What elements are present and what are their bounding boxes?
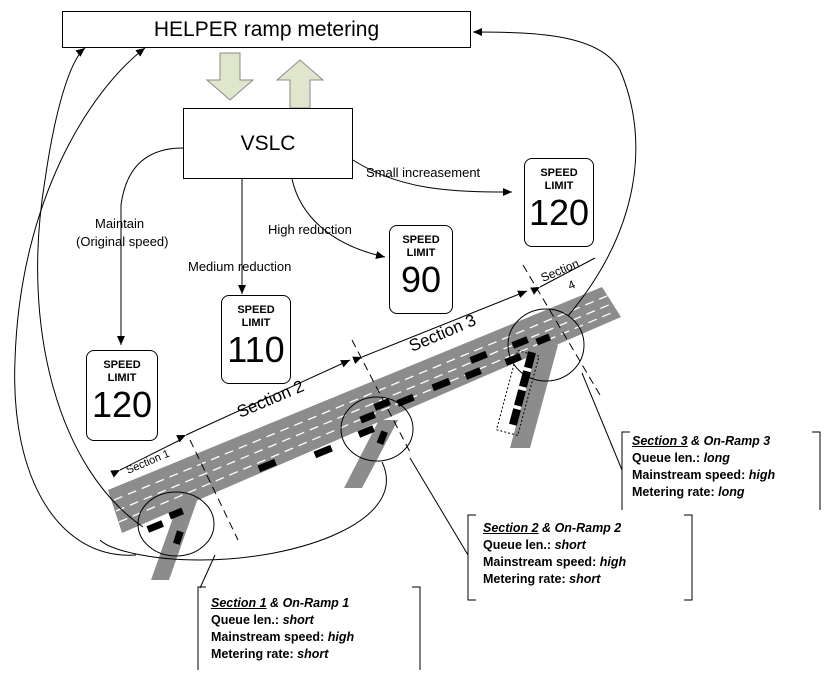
helper-ramp-metering-box: HELPER ramp metering	[62, 11, 471, 48]
info-queue: Queue len.: short	[211, 613, 314, 627]
info-speed: Mainstream speed: high	[483, 555, 627, 569]
info-rate: Metering rate: short	[211, 647, 329, 661]
down-arrow-icon	[205, 52, 255, 101]
sign-value: 90	[400, 259, 442, 300]
label-small-increasement: Small increasement	[366, 165, 481, 180]
info-speed: Mainstream speed: high	[211, 630, 355, 644]
helper-title: HELPER ramp metering	[153, 17, 380, 41]
decision-arrows	[117, 147, 513, 345]
section-extents	[110, 257, 596, 478]
info-heading: Section 2 & On-Ramp 2	[483, 521, 622, 535]
leader-lines	[199, 372, 623, 589]
sign-value: 120	[528, 192, 590, 233]
vslc-box: VSLC	[183, 108, 353, 179]
info-rate: Metering rate: long	[632, 485, 745, 499]
vslc-label: VSLC	[240, 131, 296, 155]
section-4-label: Section	[539, 256, 581, 285]
feedback-loops	[14, 28, 637, 561]
info-heading: Section 3 & On-Ramp 3	[632, 434, 771, 448]
info-queue: Queue len.: long	[632, 451, 730, 465]
info-section-3: Section 3 & On-Ramp 3 Queue len.: long M…	[632, 433, 775, 501]
section-4-number: 4	[566, 277, 578, 293]
info-heading: Section 1 & On-Ramp 1	[211, 596, 350, 610]
info-brackets	[197, 431, 821, 670]
up-arrow-icon	[275, 59, 325, 109]
info-speed: Mainstream speed: high	[632, 468, 776, 482]
section-boundaries	[189, 264, 601, 541]
label-maintain: Maintain	[95, 216, 144, 231]
label-medium-reduction: Medium reduction	[188, 259, 291, 274]
info-queue: Queue len.: short	[483, 538, 586, 552]
sign-value: 110	[227, 329, 285, 370]
on-ramp-3	[495, 345, 558, 448]
label-original-speed: (Original speed)	[76, 234, 169, 249]
info-section-1: Section 1 & On-Ramp 1 Queue len.: short …	[211, 595, 354, 663]
info-rate: Metering rate: short	[483, 572, 601, 586]
info-section-2: Section 2 & On-Ramp 2 Queue len.: short …	[483, 520, 626, 588]
sign-value: 120	[91, 384, 153, 425]
freeway	[108, 287, 621, 533]
label-high-reduction: High reduction	[268, 222, 352, 237]
